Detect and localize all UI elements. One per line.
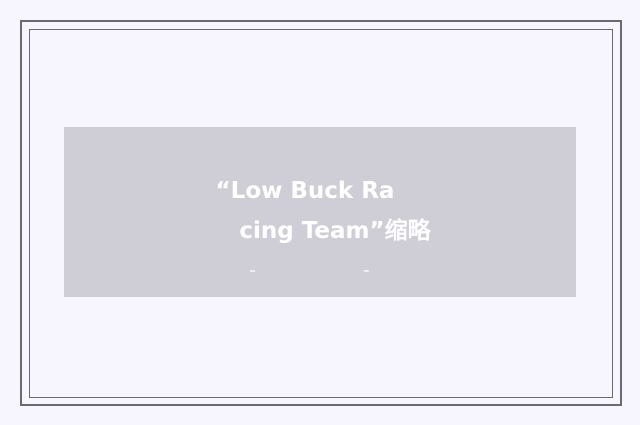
- caption-line-1: “Low Buck Ra: [215, 178, 395, 204]
- cropped-text-fragment: [250, 270, 255, 272]
- caption-line-2: cing Team”缩略: [239, 218, 431, 244]
- outer-frame: [20, 20, 622, 406]
- thumbnail-image[interactable]: “Low Buck Ra cing Team”缩略: [64, 127, 576, 297]
- inner-frame: [29, 29, 613, 398]
- cropped-text-fragment: [364, 270, 369, 272]
- thumbnail-caption: “Low Buck Ra cing Team”缩略: [64, 171, 576, 251]
